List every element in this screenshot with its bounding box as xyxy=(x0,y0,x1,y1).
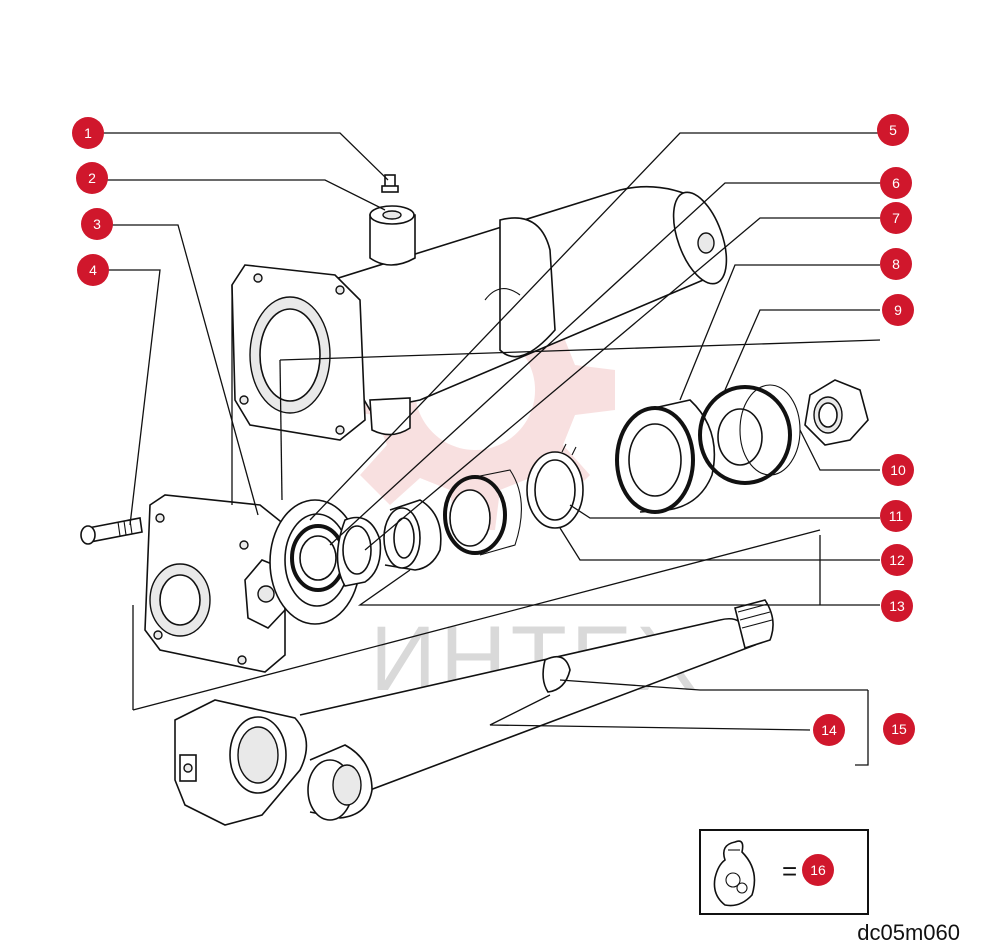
callout-13[interactable]: 13 xyxy=(881,590,913,622)
drawing-code: dc05m060 xyxy=(857,920,960,945)
seal xyxy=(290,524,346,592)
callout-4-label: 4 xyxy=(89,262,97,278)
callout-1[interactable]: 1 xyxy=(72,117,104,149)
callout-3[interactable]: 3 xyxy=(81,208,113,240)
parts-bag-icon xyxy=(713,840,756,907)
piston xyxy=(615,399,716,514)
callout-5[interactable]: 5 xyxy=(877,114,909,146)
callout-6[interactable]: 6 xyxy=(880,167,912,199)
legend-box: = 16 xyxy=(699,829,869,915)
callout-9-label: 9 xyxy=(894,302,902,318)
nut xyxy=(804,379,869,446)
callout-16[interactable]: 16 xyxy=(802,854,834,886)
callout-3-label: 3 xyxy=(93,216,101,232)
callout-4[interactable]: 4 xyxy=(77,254,109,286)
cylinder-body xyxy=(231,185,728,441)
callout-1-label: 1 xyxy=(84,125,92,141)
callout-2[interactable]: 2 xyxy=(76,162,108,194)
washer xyxy=(698,384,801,485)
callout-12-label: 12 xyxy=(889,552,905,568)
callout-13-label: 13 xyxy=(889,598,905,614)
callout-8-label: 8 xyxy=(892,256,900,272)
snap-ring xyxy=(526,443,584,529)
piston-seal xyxy=(443,469,522,556)
piston-rod xyxy=(174,599,774,826)
bushing xyxy=(336,516,382,587)
callout-16-label: 16 xyxy=(810,862,826,878)
grease-nipple xyxy=(381,174,399,193)
callout-11-label: 11 xyxy=(889,508,904,524)
eye-bushing xyxy=(307,744,373,821)
callout-7-label: 7 xyxy=(892,210,900,226)
callout-15-label: 15 xyxy=(891,721,907,737)
callout-11[interactable]: 11 xyxy=(880,500,912,532)
callout-5-label: 5 xyxy=(889,122,897,138)
ring-13 xyxy=(383,499,442,571)
callout-12[interactable]: 12 xyxy=(881,544,913,576)
leader-lines xyxy=(100,132,881,766)
callout-10[interactable]: 10 xyxy=(882,454,914,486)
bolt xyxy=(80,517,143,545)
callout-9[interactable]: 9 xyxy=(882,294,914,326)
callout-14-label: 14 xyxy=(821,722,837,738)
callout-2-label: 2 xyxy=(88,170,96,186)
callout-7[interactable]: 7 xyxy=(880,202,912,234)
callout-8[interactable]: 8 xyxy=(880,248,912,280)
callout-14[interactable]: 14 xyxy=(813,714,845,746)
callout-6-label: 6 xyxy=(892,175,900,191)
legend-equals: = xyxy=(782,856,797,886)
end-cap xyxy=(144,494,286,673)
callout-15[interactable]: 15 xyxy=(883,713,915,745)
callout-10-label: 10 xyxy=(890,462,906,478)
